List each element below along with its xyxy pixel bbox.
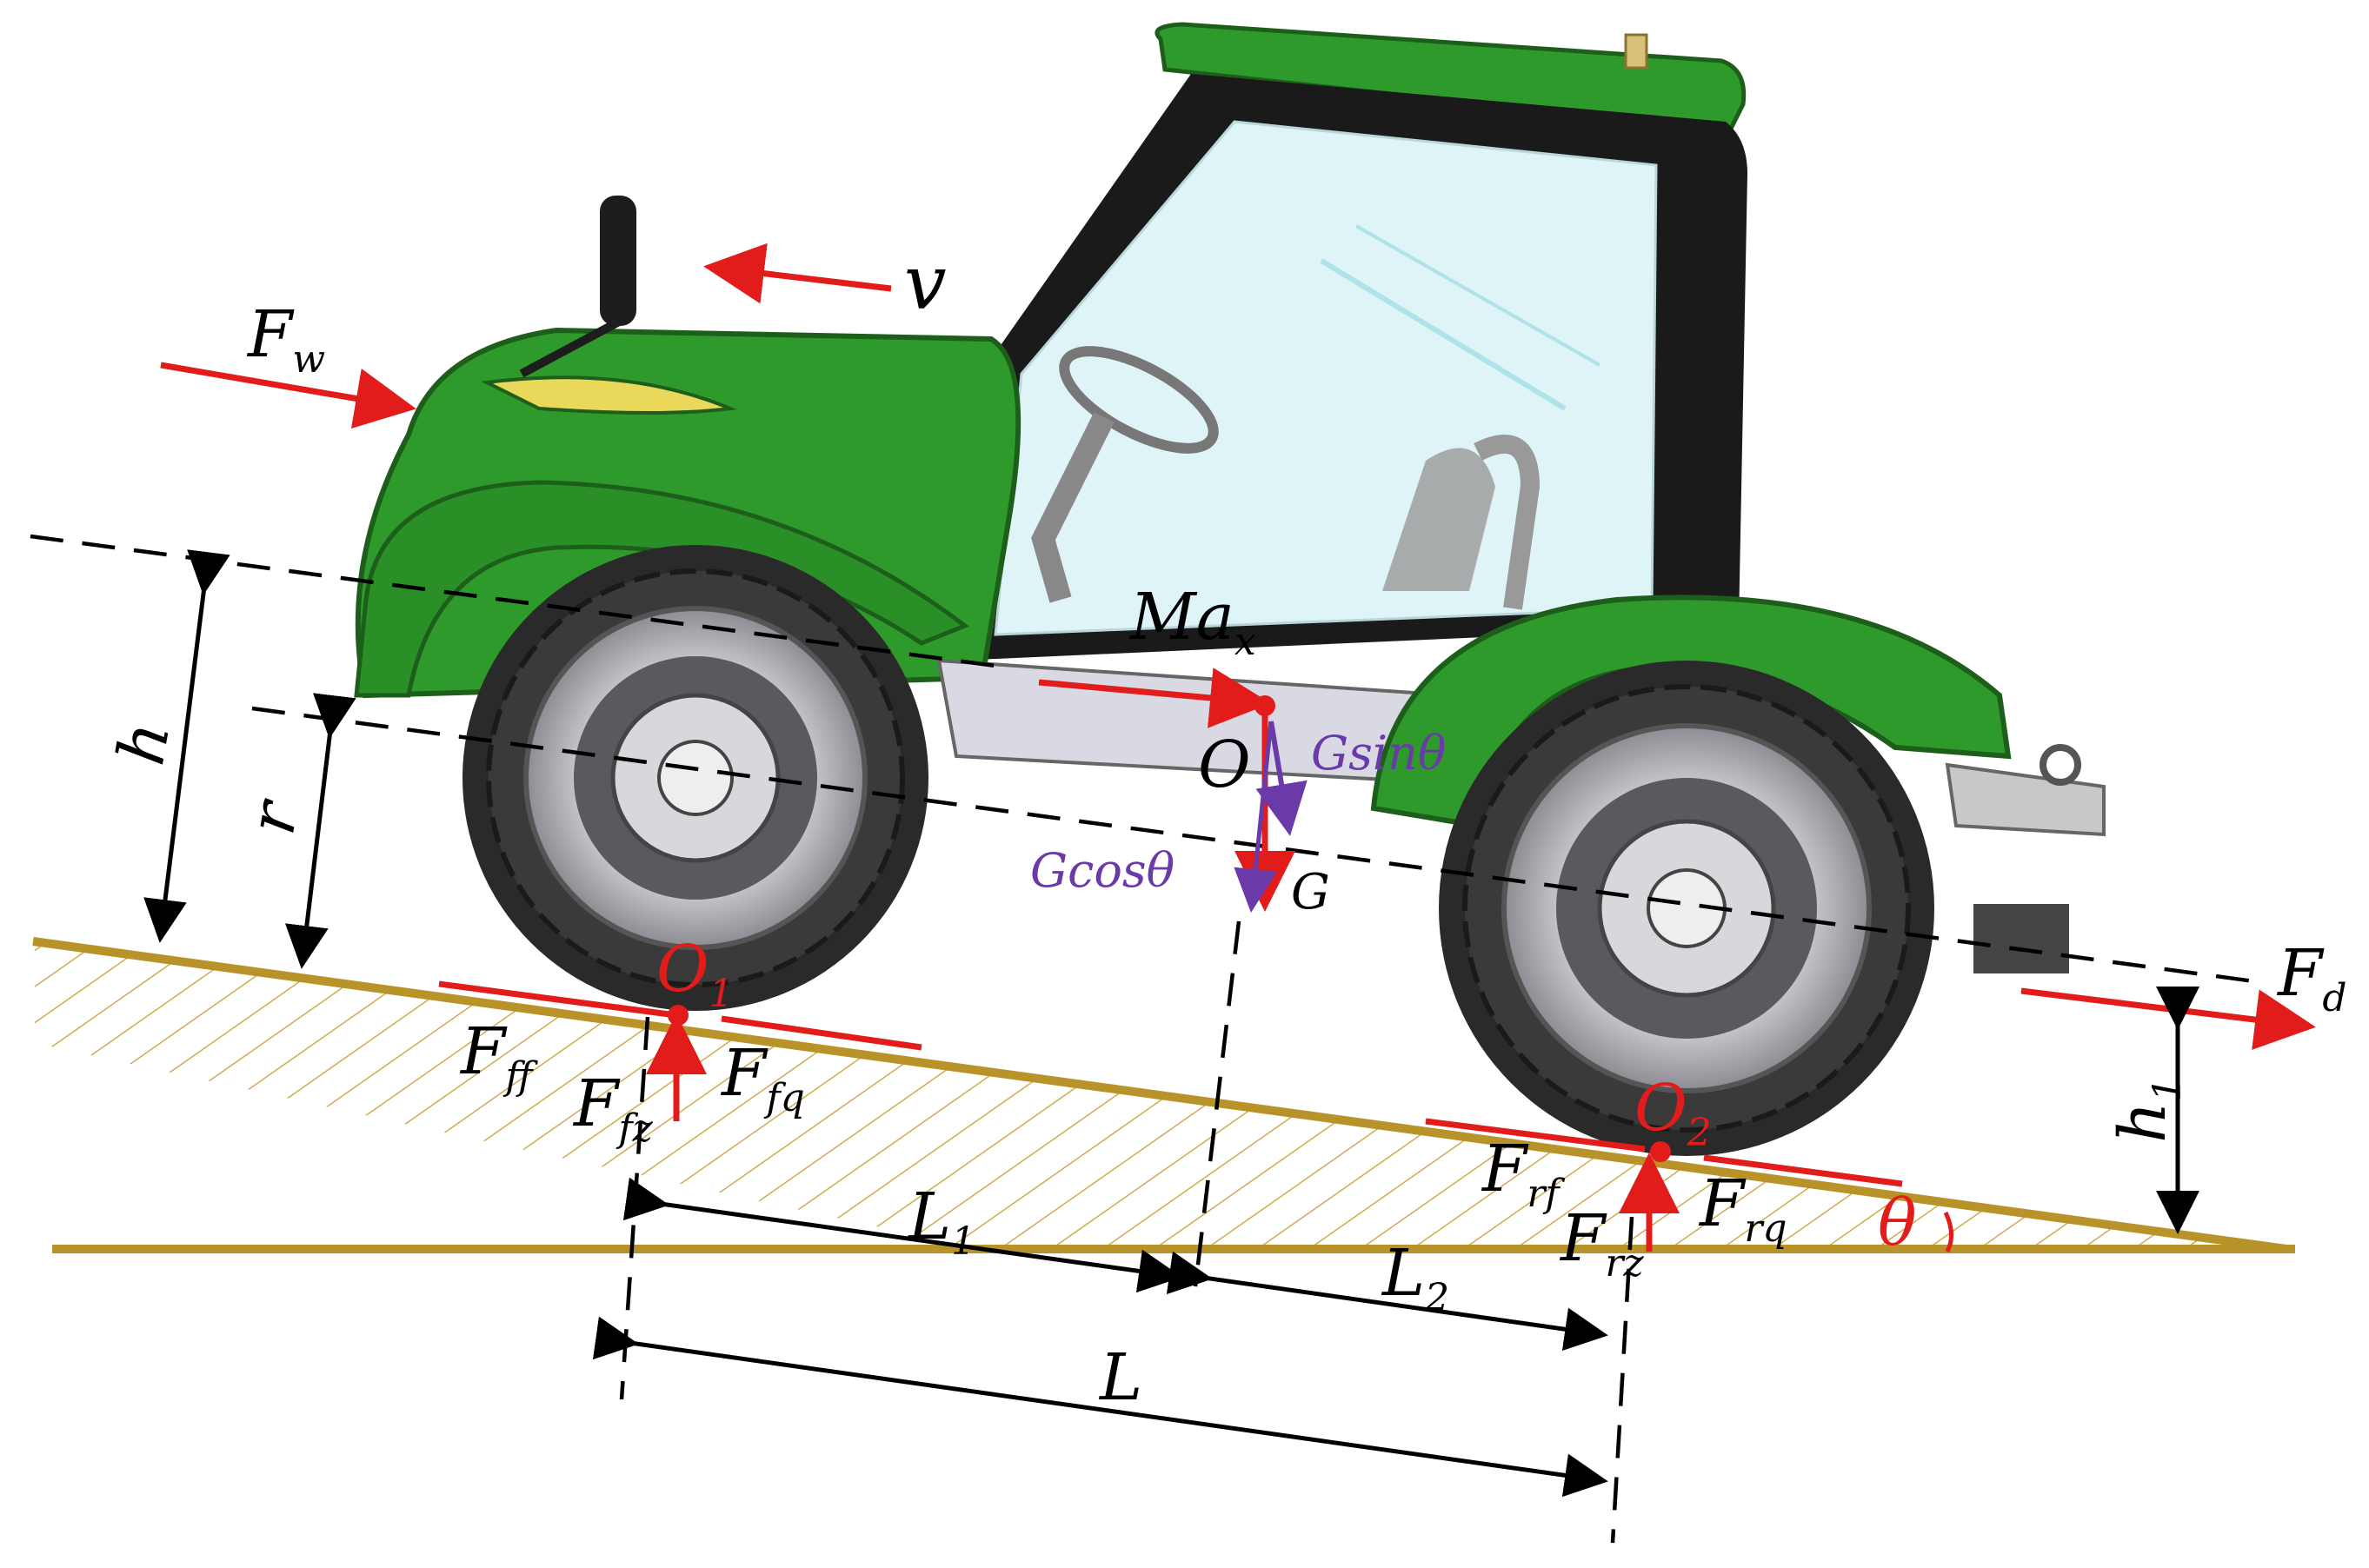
r-dim (284, 693, 356, 969)
label-o1: O1 (656, 932, 734, 1016)
fw-arrow (160, 362, 416, 429)
label-frq: Frq (1698, 1166, 1787, 1251)
label-fw: Fw (246, 297, 325, 382)
front-wheel (462, 545, 928, 1011)
label-ffq: Ffq (720, 1036, 805, 1120)
label-o: O (1198, 728, 1251, 802)
label-l: L (1098, 1340, 1142, 1415)
velocity-arrow (703, 243, 892, 304)
fd-arrow (2020, 987, 2316, 1050)
theta-arc (1943, 1211, 1953, 1253)
l-dim (592, 1316, 1608, 1498)
label-v: v (904, 240, 947, 327)
label-ffz: Ffz (572, 1066, 654, 1151)
label-r: r (234, 793, 314, 840)
label-gsin: Gsinθ (1311, 726, 1446, 781)
fff-line (438, 980, 670, 1018)
label-max: Max (1128, 580, 1256, 664)
label-frf: Frf (1481, 1132, 1565, 1216)
label-l2: L2 (1381, 1236, 1449, 1320)
label-o2: O2 (1634, 1071, 1712, 1155)
label-fff: Fff (459, 1014, 538, 1099)
ffq-line (721, 1015, 922, 1051)
label-gcos: Gcosθ (1030, 843, 1175, 898)
h-dim (143, 549, 230, 943)
frq-line (1703, 1154, 1903, 1187)
slope-line (32, 937, 2287, 1253)
gcos-arrow (1255, 721, 1308, 836)
label-l1: L1 (907, 1179, 975, 1264)
label-g: G (1291, 864, 1330, 920)
labels: Fw v h r Max O Gsinθ Gcosθ G Fd O1 O2 Ff… (103, 240, 2346, 1415)
label-theta: θ (1878, 1186, 1917, 1260)
frf-line (1425, 1118, 1646, 1153)
label-fd: Fd (2276, 936, 2347, 1020)
label-h: h (103, 716, 184, 770)
label-h1: h1 (2106, 1077, 2190, 1143)
gcos-component-arrow (1234, 721, 1278, 913)
o2-point (1650, 1141, 1671, 1162)
slope-ground (26, 937, 2304, 1269)
rear-wheel (1439, 661, 1934, 1156)
max-arrow (1038, 668, 1271, 728)
center-of-mass-point (1254, 695, 1275, 716)
o1-point (668, 1005, 689, 1026)
l1-dim (622, 1177, 1182, 1293)
label-frz: Frz (1559, 1201, 1644, 1286)
dimension-arrows (143, 549, 2199, 1498)
